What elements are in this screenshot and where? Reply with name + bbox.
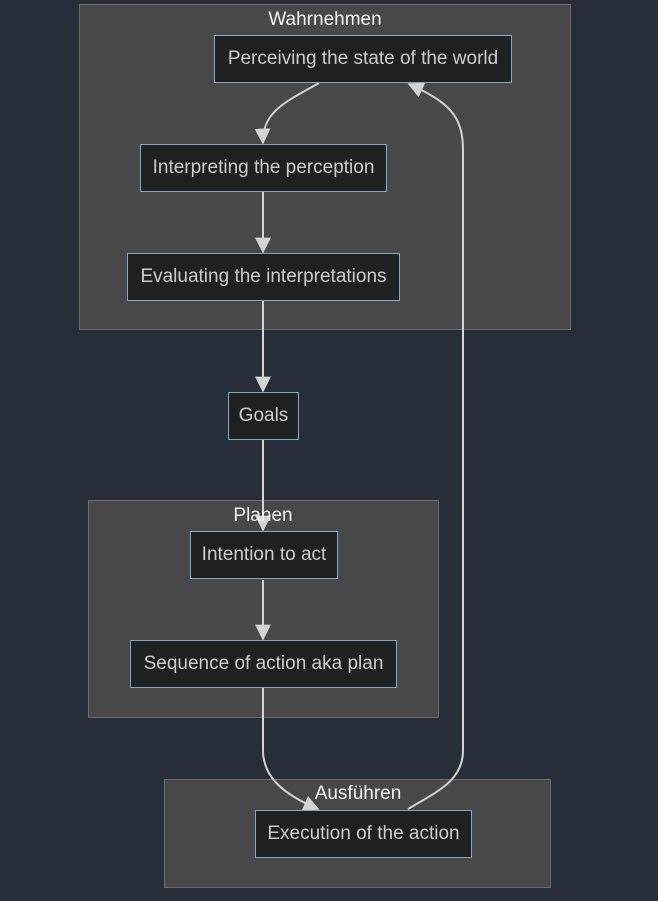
cluster-label-wahrnehmen: Wahrnehmen: [268, 9, 382, 30]
cluster-label-ausfuehren: Ausführen: [314, 783, 402, 804]
node-evaluating[interactable]: Evaluating the interpretations: [127, 253, 400, 301]
node-perceiving[interactable]: Perceiving the state of the world: [214, 35, 512, 83]
node-sequence[interactable]: Sequence of action aka plan: [130, 640, 397, 688]
node-goals[interactable]: Goals: [228, 392, 299, 440]
node-interpreting[interactable]: Interpreting the perception: [140, 144, 387, 192]
node-execution[interactable]: Execution of the action: [255, 810, 472, 858]
node-intention[interactable]: Intention to act: [190, 531, 338, 579]
cluster-label-planen: Planen: [233, 505, 293, 526]
